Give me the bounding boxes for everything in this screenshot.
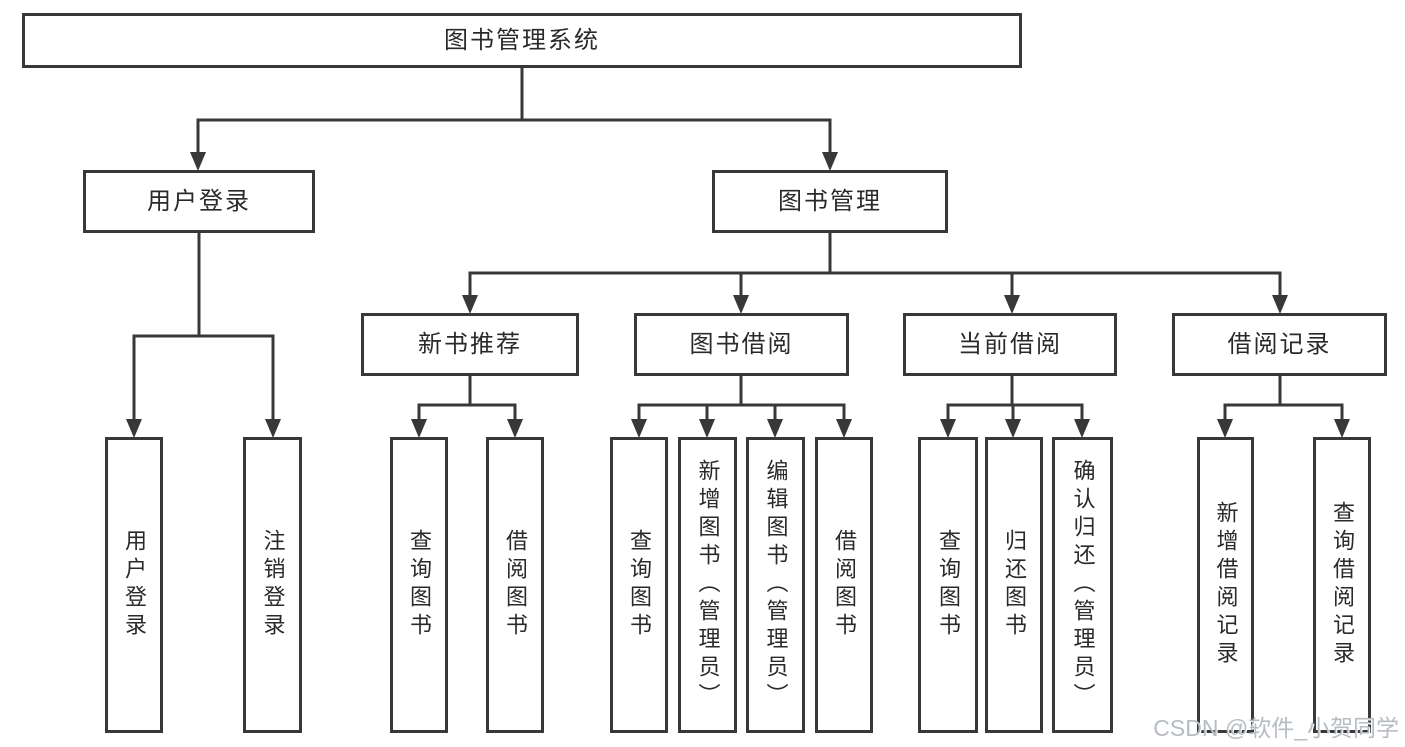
- node-new-book-recommendation: 新书推荐: [361, 313, 579, 376]
- leaf-query-borrow-record: 查询借阅记录: [1313, 437, 1371, 733]
- leaf-add-books-admin: 新增图书（管理员）: [678, 437, 737, 733]
- node-borrowing-records-label: 借阅记录: [1227, 330, 1332, 358]
- leaf-query-books-3-label: 查询图书: [936, 529, 961, 641]
- leaf-borrow-books-1-label: 借阅图书: [503, 529, 528, 641]
- leaf-query-books-2: 查询图书: [610, 437, 668, 733]
- leaf-return-books: 归还图书: [985, 437, 1043, 733]
- leaf-query-books-2-label: 查询图书: [627, 529, 652, 641]
- node-root-library-management-system: 图书管理系统: [22, 13, 1022, 68]
- csdn-watermark: CSDN @软件_小贺同学: [1153, 715, 1399, 741]
- leaf-user-login: 用户登录: [105, 437, 163, 733]
- node-book-management: 图书管理: [712, 170, 948, 233]
- leaf-borrow-books-1: 借阅图书: [486, 437, 544, 733]
- node-book-borrowing-label: 图书借阅: [689, 330, 794, 358]
- leaf-borrow-books-2: 借阅图书: [815, 437, 873, 733]
- leaf-edit-books-admin: 编辑图书（管理员）: [746, 437, 805, 733]
- node-user-login: 用户登录: [83, 170, 315, 233]
- leaf-user-login-label: 用户登录: [122, 529, 147, 641]
- node-current-borrowing: 当前借阅: [903, 313, 1117, 376]
- leaf-query-books-1: 查询图书: [390, 437, 448, 733]
- leaf-query-borrow-record-label: 查询借阅记录: [1330, 501, 1355, 669]
- node-current-borrowing-label: 当前借阅: [958, 330, 1062, 358]
- leaf-add-books-admin-label: 新增图书（管理员）: [695, 459, 721, 711]
- leaf-query-books-3: 查询图书: [918, 437, 978, 733]
- leaf-add-borrow-record-label: 新增借阅记录: [1213, 501, 1239, 669]
- leaf-query-books-1-label: 查询图书: [407, 529, 432, 641]
- leaf-logout-label: 注销登录: [260, 529, 286, 641]
- node-book-management-label: 图书管理: [778, 187, 882, 215]
- leaf-borrow-books-2-label: 借阅图书: [832, 529, 857, 641]
- leaf-return-books-label: 归还图书: [1002, 529, 1027, 641]
- node-user-login-label: 用户登录: [147, 187, 251, 215]
- arrowheads: [126, 152, 1350, 438]
- node-borrowing-records: 借阅记录: [1172, 313, 1387, 376]
- leaf-confirm-return-admin-label: 确认归还（管理员）: [1070, 459, 1096, 711]
- node-book-borrowing: 图书借阅: [634, 313, 849, 376]
- leaf-edit-books-admin-label: 编辑图书（管理员）: [763, 459, 789, 711]
- leaf-logout: 注销登录: [243, 437, 302, 733]
- leaf-add-borrow-record: 新增借阅记录: [1197, 437, 1254, 733]
- node-root-label: 图书管理系统: [444, 26, 600, 54]
- node-new-book-recommendation-label: 新书推荐: [418, 330, 522, 358]
- leaf-confirm-return-admin: 确认归还（管理员）: [1052, 437, 1113, 733]
